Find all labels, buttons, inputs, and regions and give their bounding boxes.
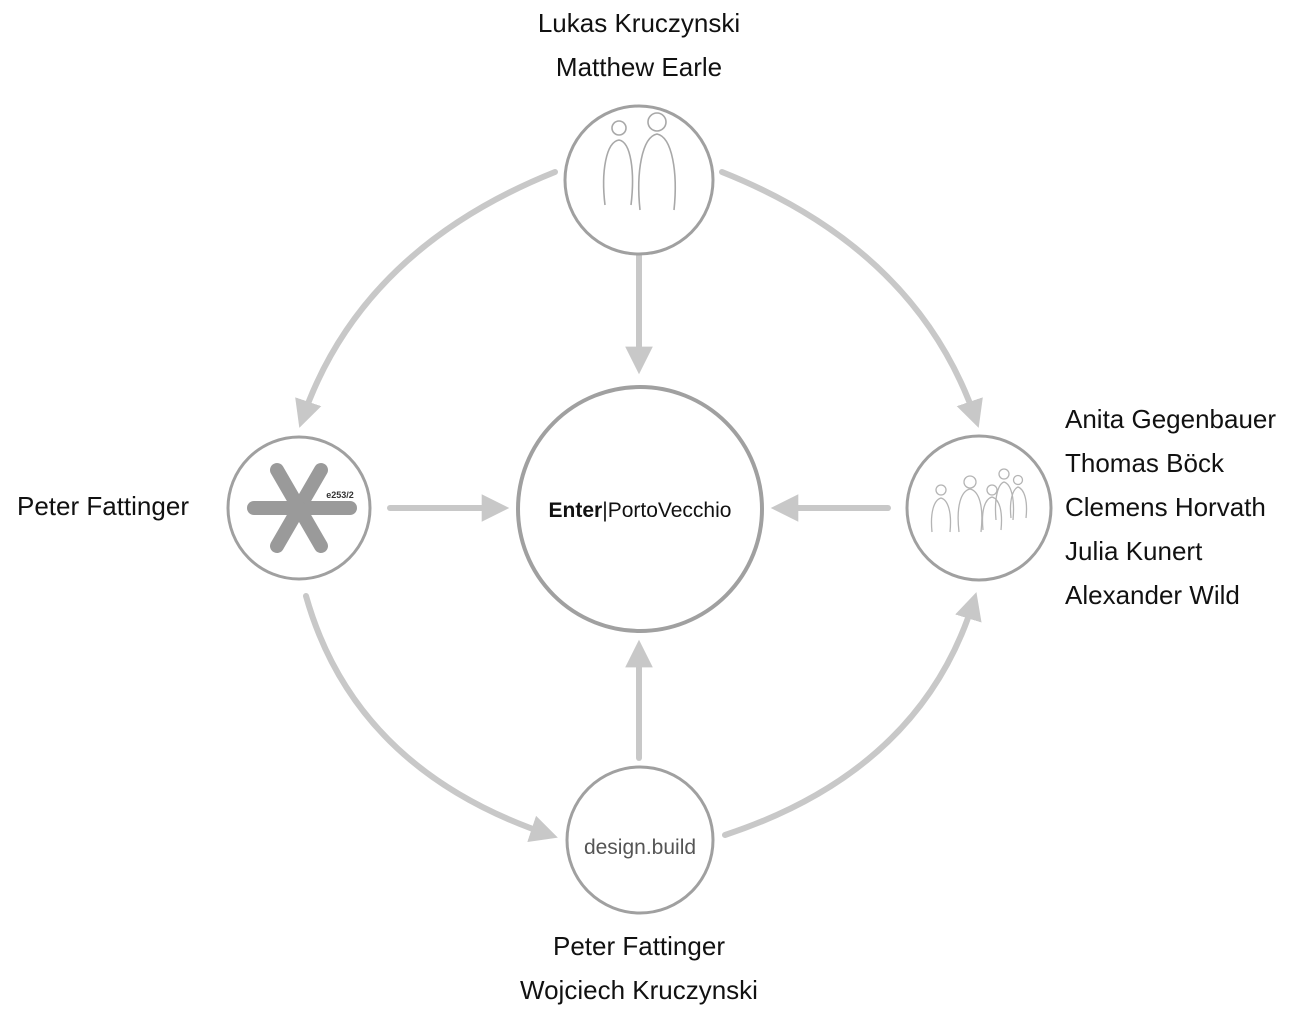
right-names: Anita Gegenbauer Thomas Böck Clemens Hor…: [1065, 397, 1276, 617]
right-node: [905, 434, 1053, 582]
top-node: [563, 104, 715, 256]
person-name: Lukas Kruczynski: [537, 8, 741, 38]
person-name: Peter Fattinger: [553, 931, 725, 961]
center-brand: Enter|PortoVecchio: [549, 499, 732, 522]
arrow-bottom-to-right: [722, 592, 982, 838]
arrow-top-to-right: [719, 169, 983, 428]
person-name: Alexander Wild: [1065, 580, 1240, 610]
person-name: Julia Kunert: [1065, 536, 1203, 566]
brand-bold: Enter: [549, 499, 603, 522]
bottom-names: Peter Fattinger Wojciech Kruczynski: [0, 924, 1278, 1012]
person-name: Anita Gegenbauer: [1065, 404, 1277, 434]
center-node: Enter|PortoVecchio: [516, 385, 764, 633]
group-of-people-icon: [930, 468, 1028, 533]
left-node: e253/2: [226, 435, 372, 581]
person-name: Thomas Böck: [1065, 448, 1224, 478]
asterisk-logo-icon: e253/2: [247, 463, 357, 553]
design-build-logo: design.build: [584, 836, 696, 859]
two-people-icon: [602, 112, 677, 211]
arrow-top-to-left: [295, 169, 558, 428]
brand-separator: |: [602, 499, 607, 522]
bottom-node: design.build: [565, 765, 715, 915]
person-name: Peter Fattinger: [17, 491, 189, 521]
person-name: Clemens Horvath: [1065, 492, 1266, 522]
brand-light: PortoVecchio: [608, 499, 732, 522]
left-logo-text: e253/2: [326, 490, 354, 500]
left-names: Peter Fattinger: [17, 484, 189, 528]
arrow-left-to-bottom: [303, 593, 558, 842]
person-name: Matthew Earle: [555, 52, 723, 82]
top-names: Lukas Kruczynski Matthew Earle: [0, 1, 1278, 89]
person-name: Wojciech Kruczynski: [520, 975, 758, 1005]
